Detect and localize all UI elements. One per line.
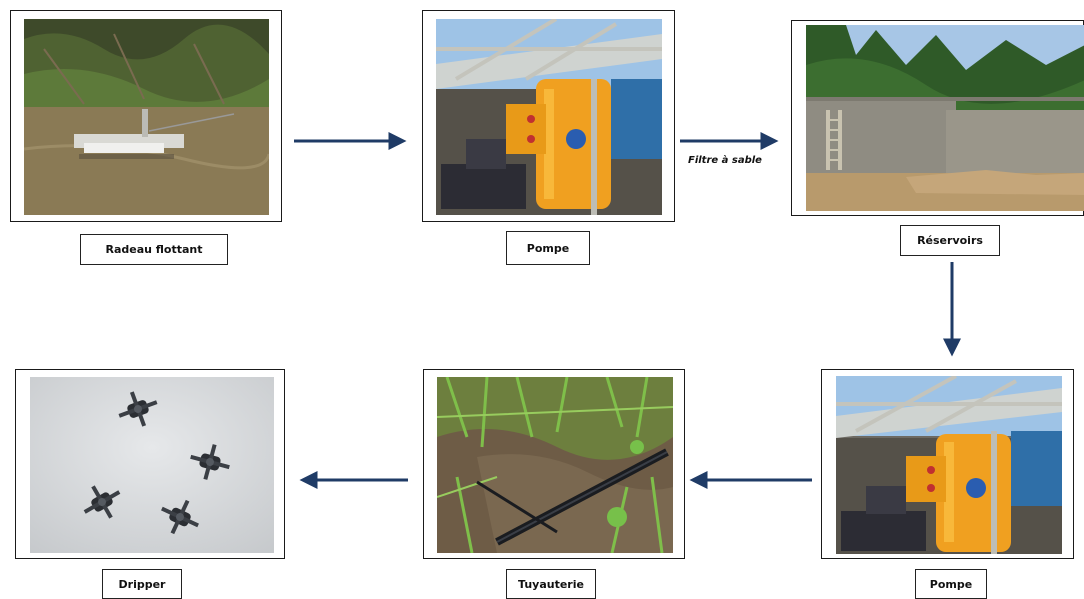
reservoirs-photo xyxy=(806,25,1084,211)
pump1-photo-frame xyxy=(422,10,675,222)
piping-photo-frame xyxy=(423,369,685,559)
pump2-photo-frame xyxy=(821,369,1074,559)
reservoirs-photo-frame xyxy=(791,20,1084,216)
pump1-photo xyxy=(436,19,662,215)
step-reservoirs-label: Réservoirs xyxy=(900,225,1000,256)
step-pump2-label: Pompe xyxy=(915,569,987,599)
sand-filter-caption: Filtre à sable xyxy=(688,155,762,166)
dripper-photo-frame xyxy=(15,369,285,559)
raft-photo xyxy=(24,19,269,215)
step-raft-label: Radeau flottant xyxy=(80,234,228,265)
piping-photo xyxy=(437,377,673,553)
pump2-photo xyxy=(836,376,1062,554)
step-pump1-label: Pompe xyxy=(506,231,590,265)
step-dripper-label: Dripper xyxy=(102,569,182,599)
step-piping-label: Tuyauterie xyxy=(506,569,596,599)
dripper-photo xyxy=(30,377,274,553)
raft-photo-frame xyxy=(10,10,282,222)
